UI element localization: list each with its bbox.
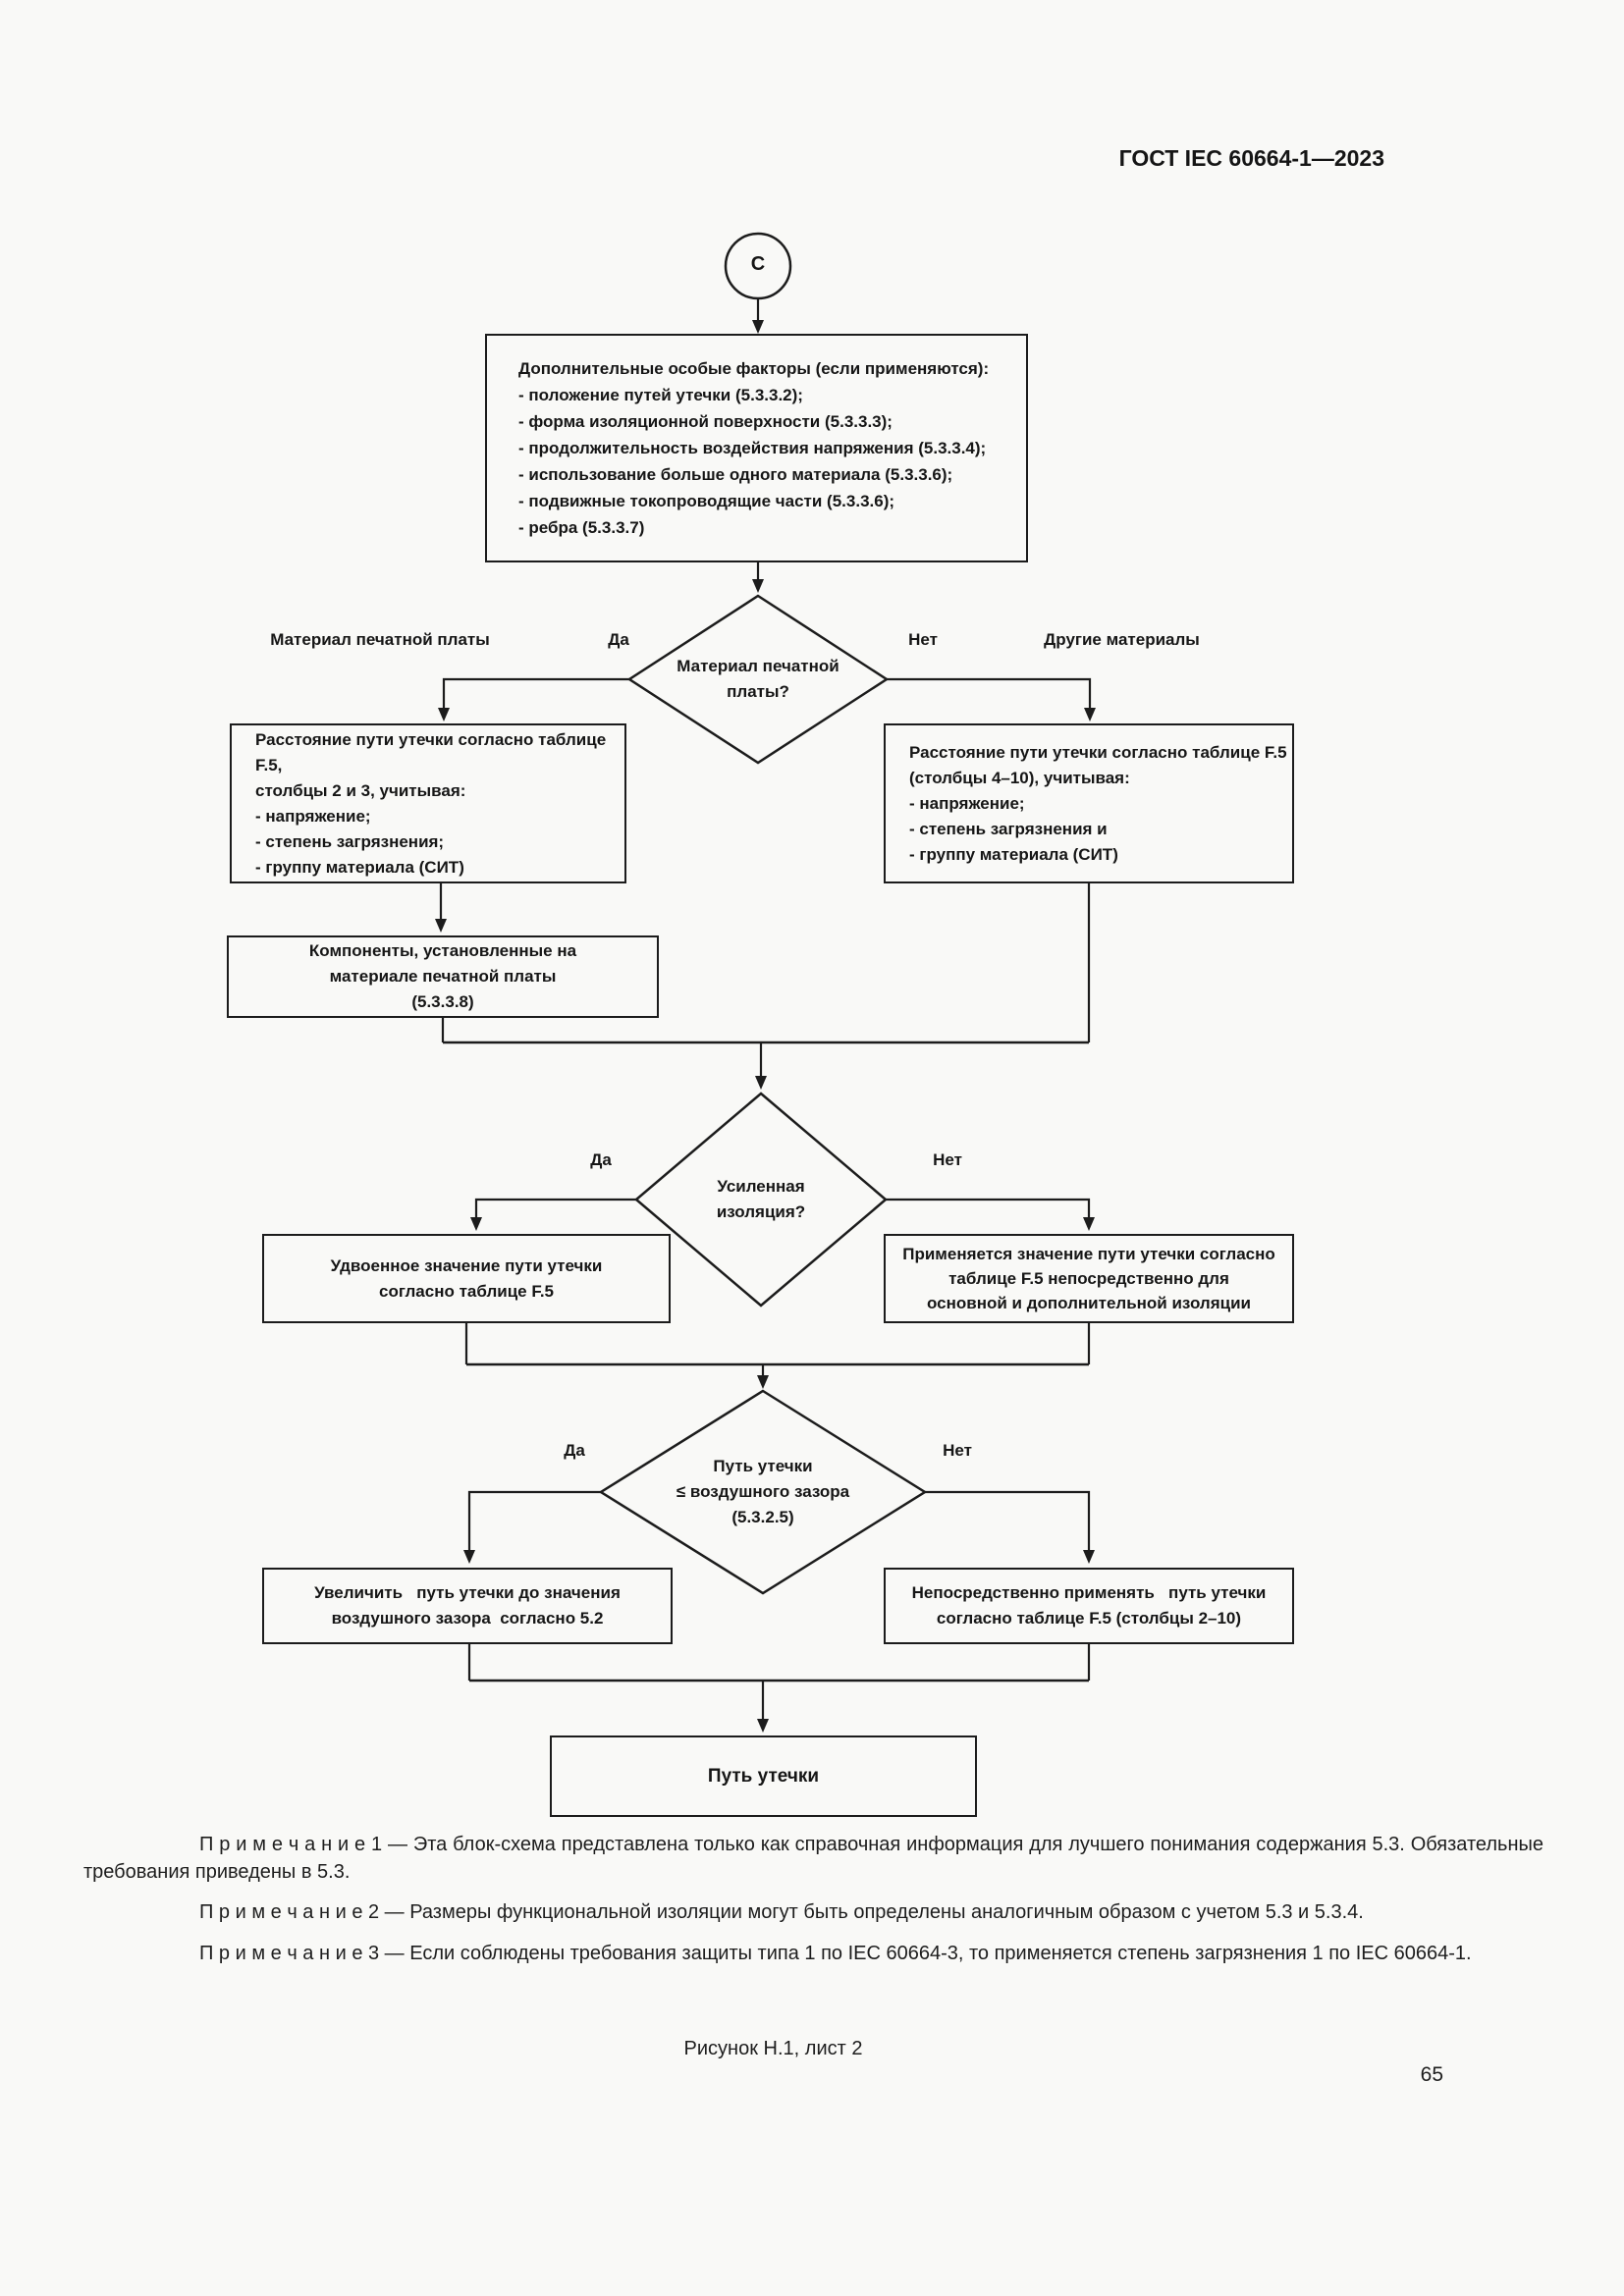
note-1: П р и м е ч а н и е 1 — Эта блок-схема п… xyxy=(83,1834,1543,1883)
decision-creepage-no-label: Нет xyxy=(943,1441,972,1460)
other-creepage-box: Расстояние пути утечки согласно таблице … xyxy=(884,723,1294,883)
connectors xyxy=(439,232,1092,1729)
page-header: ГОСТ IEC 60664-1—2023 xyxy=(1118,145,1384,171)
decision-creepage-yes-label: Да xyxy=(564,1441,585,1460)
other-creepage-box-text: Расстояние пути утечки согласно таблице … xyxy=(909,742,1287,864)
decision-pcb-yes-label: Да xyxy=(608,630,629,649)
branch-label-other-materials: Другие материалы xyxy=(1044,630,1200,649)
pcb-creepage-box-text: Расстояние пути утечки согласно таблице … xyxy=(255,729,607,877)
result-box: Путь утечки xyxy=(550,1735,977,1817)
note-2: П р и м е ч а н и е 2 — Размеры функцион… xyxy=(199,1901,1364,1923)
increase-creepage-box: Увеличить путь утечки до значения воздуш… xyxy=(262,1568,673,1644)
decision-reinforced-yes-label: Да xyxy=(590,1150,612,1169)
notes-block: П р и м е ч а н и е 1 — Эта блок-схема п… xyxy=(83,1832,1543,1981)
result-box-text: Путь утечки xyxy=(707,1765,820,1787)
decision-reinforced-question: Усиленная изоляция? xyxy=(716,1177,806,1221)
applied-value-box: Применяется значение пути утечки согласн… xyxy=(884,1234,1294,1323)
decision-pcb-no-label: Нет xyxy=(908,630,938,649)
increase-creepage-box-text: Увеличить путь утечки до значения воздуш… xyxy=(314,1583,621,1628)
direct-apply-box: Непосредственно применять путь утечки со… xyxy=(884,1568,1294,1644)
start-connector-label: C xyxy=(750,253,766,275)
doubled-value-box: Удвоенное значение пути утечки согласно … xyxy=(262,1234,671,1323)
figure-caption: Рисунок Н.1, лист 2 xyxy=(683,2038,863,2059)
decision-creepage-diamond xyxy=(598,1389,928,1595)
doubled-value-box-text: Удвоенное значение пути утечки согласно … xyxy=(330,1255,603,1301)
components-box: Компоненты, установленные на материале п… xyxy=(227,935,659,1018)
branch-label-pcb-material: Материал печатной платы xyxy=(270,630,490,649)
arrowheads xyxy=(435,320,1096,1733)
note-3: П р и м е ч а н и е 3 — Если соблюдены т… xyxy=(199,1942,1472,1964)
decision-reinforced-diamond xyxy=(634,1092,888,1308)
decision-creepage-question: Путь утечки ≤ воздушного зазора (5.3.2.5… xyxy=(676,1457,850,1526)
decision-pcb-question: Материал печатной платы? xyxy=(677,657,839,701)
applied-value-box-text: Применяется значение пути утечки согласн… xyxy=(902,1245,1275,1312)
factors-box: Дополнительные особые факторы (если прим… xyxy=(485,334,1028,562)
components-box-text: Компоненты, установленные на материале п… xyxy=(308,941,577,1011)
pcb-creepage-box: Расстояние пути утечки согласно таблице … xyxy=(230,723,626,883)
decision-pcb-diamond xyxy=(626,594,890,765)
direct-apply-box-text: Непосредственно применять путь утечки со… xyxy=(911,1583,1267,1628)
factors-box-text: Дополнительные особые факторы (если прим… xyxy=(518,359,990,537)
page-number: 65 xyxy=(1420,2063,1443,2086)
decision-reinforced-no-label: Нет xyxy=(933,1150,962,1169)
